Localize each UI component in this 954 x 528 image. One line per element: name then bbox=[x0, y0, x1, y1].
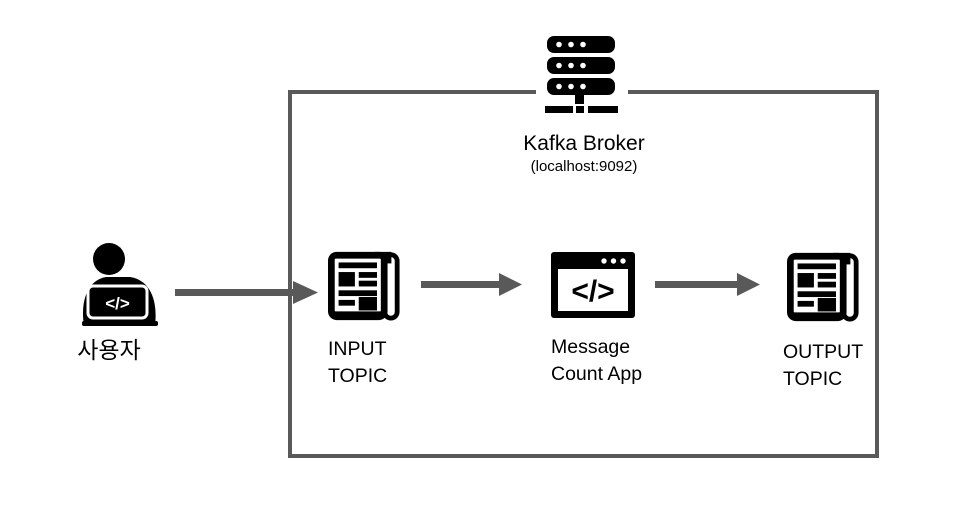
newspaper-icon bbox=[787, 252, 859, 322]
laptop-code-glyph: </> bbox=[105, 294, 130, 313]
arrow-user-to-input-topic bbox=[175, 281, 318, 304]
kafka-broker-title: Kafka Broker bbox=[523, 132, 645, 155]
code-window-icon: </> bbox=[551, 252, 635, 318]
person-with-laptop-icon: </> bbox=[82, 243, 158, 326]
arrow-app-to-output-topic bbox=[655, 273, 760, 296]
node-label-input-topic: INPUT TOPIC bbox=[328, 336, 387, 390]
node-label-line: INPUT bbox=[328, 338, 387, 360]
node-label-line: Count App bbox=[551, 363, 643, 385]
newspaper-icon bbox=[328, 251, 400, 321]
user-label: 사용자 bbox=[77, 337, 141, 363]
arrow-input-topic-to-app bbox=[421, 273, 522, 296]
node-label-line: TOPIC bbox=[783, 368, 843, 390]
node-label-output-topic: OUTPUT TOPIC bbox=[783, 339, 863, 393]
node-label-message-count-app: Message Count App bbox=[551, 334, 642, 388]
kafka-broker-subtitle: (localhost:9092) bbox=[530, 158, 638, 175]
node-label-line: OUTPUT bbox=[783, 341, 864, 363]
server-icon bbox=[545, 36, 618, 113]
kafka-broker-caption: Kafka Broker (localhost:9092) bbox=[434, 131, 734, 176]
node-label-line: TOPIC bbox=[328, 365, 388, 387]
node-label-line: Message bbox=[551, 336, 631, 358]
app-code-glyph: </> bbox=[571, 275, 614, 308]
